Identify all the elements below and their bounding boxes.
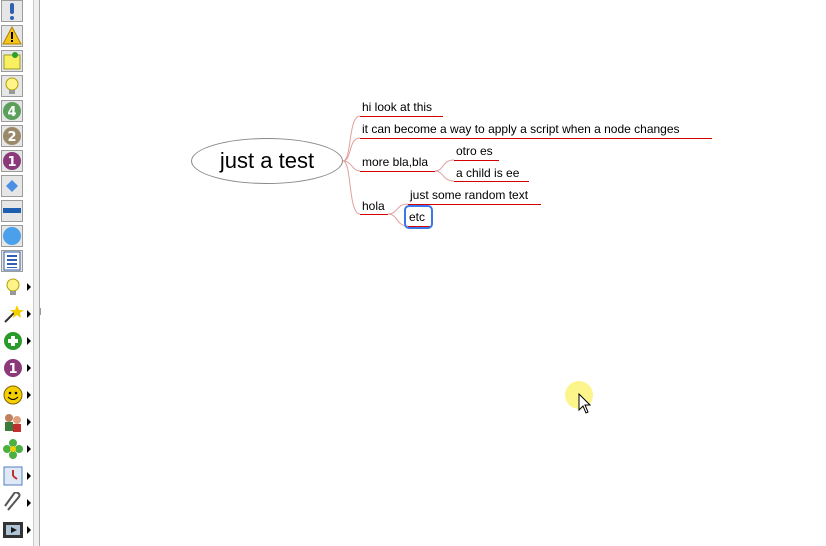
- smiley-icon[interactable]: [2, 384, 24, 406]
- node-random-text[interactable]: just some random text: [410, 188, 529, 202]
- node-otro-es[interactable]: otro es: [456, 144, 493, 158]
- magic-wand-icon[interactable]: [2, 303, 24, 325]
- add-icon[interactable]: [2, 330, 24, 352]
- people-icon[interactable]: [2, 411, 24, 433]
- node-hi-look[interactable]: hi look at this: [362, 100, 433, 114]
- dropdown-arrow-icon[interactable]: [27, 418, 31, 426]
- edge: [342, 115, 361, 162]
- dropdown-arrow-icon[interactable]: [27, 364, 31, 372]
- circle-icon[interactable]: [1, 225, 23, 247]
- idea-icon[interactable]: [2, 276, 24, 298]
- node-a-child[interactable]: a child is ee: [456, 166, 520, 180]
- node-hola[interactable]: hola: [362, 199, 385, 213]
- mouse-pointer-icon: [578, 393, 592, 414]
- svg-text:1: 1: [8, 362, 17, 377]
- bar-icon[interactable]: [1, 200, 23, 222]
- dropdown-arrow-icon[interactable]: [27, 283, 31, 291]
- svg-text:1: 1: [7, 155, 16, 170]
- selected-node-highlight: [404, 205, 433, 229]
- film-icon[interactable]: [2, 519, 24, 541]
- priority-4-icon[interactable]: 4: [1, 100, 23, 122]
- exclamation-icon[interactable]: [1, 0, 23, 22]
- node-more-bla[interactable]: more bla,bla: [362, 155, 429, 169]
- edge: [342, 160, 361, 172]
- idea-icon[interactable]: [1, 75, 23, 97]
- edge: [434, 170, 455, 182]
- priority-1-icon[interactable]: 1: [1, 150, 23, 172]
- root-node[interactable]: just a test: [191, 138, 343, 184]
- note-icon[interactable]: [1, 50, 23, 72]
- node-script[interactable]: it can become a way to apply a script wh…: [362, 122, 680, 136]
- icon-toolbar: 4 2 1 N 1: [0, 0, 41, 546]
- priority-2-icon[interactable]: 2: [1, 125, 23, 147]
- dropdown-arrow-icon[interactable]: [27, 337, 31, 345]
- warning-icon[interactable]: [1, 25, 23, 47]
- attachment-icon[interactable]: [2, 492, 24, 514]
- dropdown-arrow-icon[interactable]: [27, 391, 31, 399]
- flower-icon[interactable]: [2, 438, 24, 460]
- diamond-icon[interactable]: [1, 175, 23, 197]
- panel-splitter[interactable]: [33, 0, 40, 546]
- dropdown-arrow-icon[interactable]: [27, 310, 31, 318]
- dropdown-arrow-icon[interactable]: [27, 472, 31, 480]
- svg-text:2: 2: [7, 130, 16, 145]
- node-etc[interactable]: etc: [409, 210, 426, 224]
- dropdown-arrow-icon[interactable]: [27, 445, 31, 453]
- dropdown-arrow-icon[interactable]: [27, 499, 31, 507]
- priority-1-icon[interactable]: 1: [2, 357, 24, 379]
- list-icon[interactable]: [1, 250, 23, 272]
- svg-text:4: 4: [7, 105, 16, 120]
- root-node-label: just a test: [219, 148, 315, 173]
- edge: [342, 160, 361, 215]
- dropdown-arrow-icon[interactable]: [27, 526, 31, 534]
- edge: [434, 159, 455, 172]
- clock-icon[interactable]: [2, 465, 24, 487]
- edge: [342, 137, 361, 162]
